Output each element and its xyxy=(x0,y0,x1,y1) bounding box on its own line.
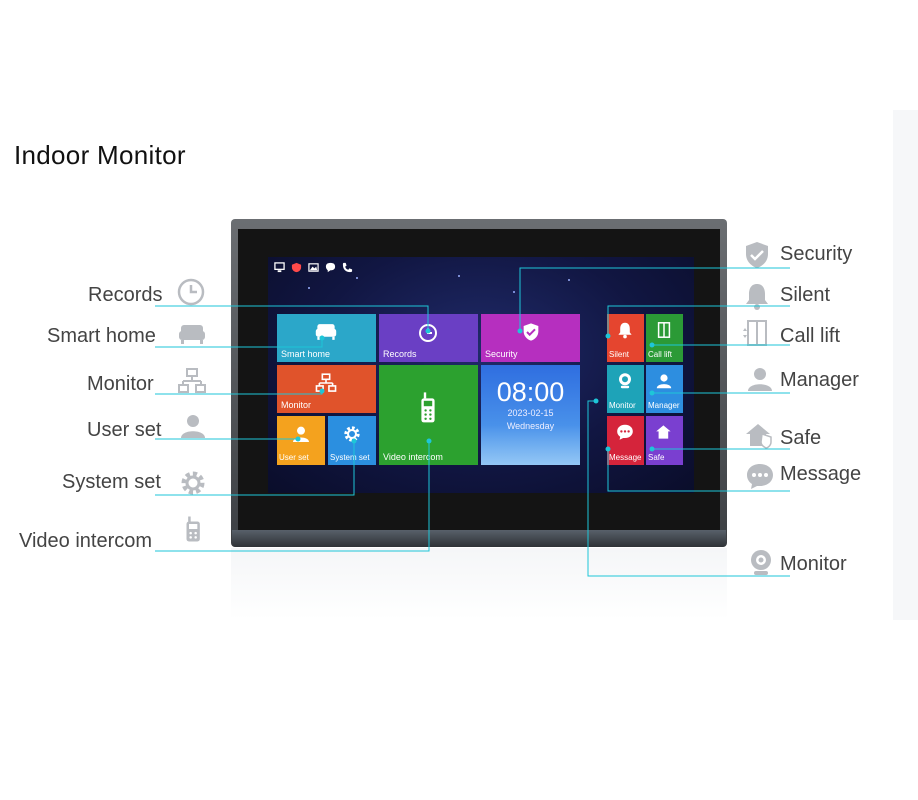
network-icon xyxy=(315,373,337,392)
tile-video-intercom[interactable]: Video intercom xyxy=(379,365,478,465)
clock-icon xyxy=(177,278,205,306)
intercom-handset-icon xyxy=(186,516,200,542)
chat-bubble-icon xyxy=(617,424,633,440)
gear-icon xyxy=(181,471,205,495)
tile-monitor[interactable]: Monitor xyxy=(277,365,376,413)
tile-label: Call lift xyxy=(648,350,673,359)
gear-icon xyxy=(344,426,360,442)
legend-label-safe: Safe xyxy=(780,427,822,449)
camera-icon xyxy=(751,550,771,575)
status-bar xyxy=(274,262,353,273)
clock-date: 2023-02-15 xyxy=(507,408,554,418)
sofa-icon xyxy=(315,324,337,340)
tile-label: Security xyxy=(485,349,518,359)
tile-system-set[interactable]: System set xyxy=(328,416,376,465)
device-bottom-strip xyxy=(232,530,726,547)
device-screen: Smart home Records Security Monitor xyxy=(268,257,694,493)
bell-icon xyxy=(746,284,768,310)
background-edge-strip xyxy=(893,110,918,620)
legend-label-monitor: Monitor xyxy=(87,373,154,395)
home-shield-icon xyxy=(746,424,772,449)
tile-label: Manager xyxy=(648,401,680,410)
tile-label: Message xyxy=(609,453,642,462)
sofa-icon xyxy=(179,325,205,344)
tile-label: Smart home xyxy=(281,349,331,359)
home-shield-icon xyxy=(656,425,671,439)
user-icon xyxy=(293,426,309,442)
elevator-icon xyxy=(657,322,671,338)
tile-silent[interactable]: Silent xyxy=(607,314,644,362)
tile-smart-home[interactable]: Smart home xyxy=(277,314,376,362)
network-icon xyxy=(178,368,206,393)
tile-label: Monitor xyxy=(609,401,636,410)
clock-icon xyxy=(419,324,437,342)
tile-label: Records xyxy=(383,349,417,359)
tile-label: Video intercom xyxy=(383,452,443,462)
image-icon xyxy=(308,263,319,272)
legend-label-video-intercom: Video intercom xyxy=(19,530,153,552)
phone-icon xyxy=(342,262,353,273)
tile-monitor-small[interactable]: Monitor xyxy=(607,365,644,413)
legend-label-user-set: User set xyxy=(87,419,162,441)
monitor-icon xyxy=(274,262,285,273)
user-icon xyxy=(748,368,772,391)
tile-user-set[interactable]: User set xyxy=(277,416,325,465)
clock-widget: 08:00 2023-02-15 Wednesday xyxy=(481,365,580,465)
tile-label: Silent xyxy=(609,350,630,359)
legend-label-manager: Manager xyxy=(780,369,859,391)
tile-safe[interactable]: Safe xyxy=(646,416,683,465)
shield-check-icon xyxy=(523,323,539,341)
elevator-icon xyxy=(743,320,767,346)
tile-label: System set xyxy=(330,453,370,462)
bell-icon xyxy=(618,322,632,339)
tile-records[interactable]: Records xyxy=(379,314,478,362)
legend-label-silent: Silent xyxy=(780,284,831,306)
legend-label-system-set: System set xyxy=(62,471,161,493)
chat-icon xyxy=(325,262,336,273)
tile-label: Monitor xyxy=(281,400,312,410)
shield-icon xyxy=(291,262,302,273)
legend-label-call-lift: Call lift xyxy=(780,325,841,347)
device-reflection xyxy=(231,548,727,620)
cloud-backdrop xyxy=(481,425,580,465)
intercom-handset-icon xyxy=(421,392,435,423)
user-icon xyxy=(656,374,672,389)
tile-message[interactable]: Message xyxy=(607,416,644,465)
page-title: Indoor Monitor xyxy=(14,140,186,170)
legend-label-monitor-camera: Monitor xyxy=(780,553,847,575)
camera-icon xyxy=(619,373,631,389)
tile-security[interactable]: Security xyxy=(481,314,580,362)
clock-time: 08:00 xyxy=(496,377,565,407)
legend-label-smart-home: Smart home xyxy=(47,325,156,347)
shield-check-icon xyxy=(746,242,768,268)
chat-bubble-icon xyxy=(747,464,773,489)
tile-call-lift[interactable]: Call lift xyxy=(646,314,683,362)
legend-label-security: Security xyxy=(780,243,853,265)
clock-weekday: Wednesday xyxy=(506,421,555,431)
legend-label-records: Records xyxy=(88,284,163,306)
legend-label-message: Message xyxy=(780,463,862,485)
tile-label: User set xyxy=(279,453,309,462)
tile-label: Safe xyxy=(648,453,665,462)
tile-manager[interactable]: Manager xyxy=(646,365,683,413)
user-icon xyxy=(181,415,205,438)
